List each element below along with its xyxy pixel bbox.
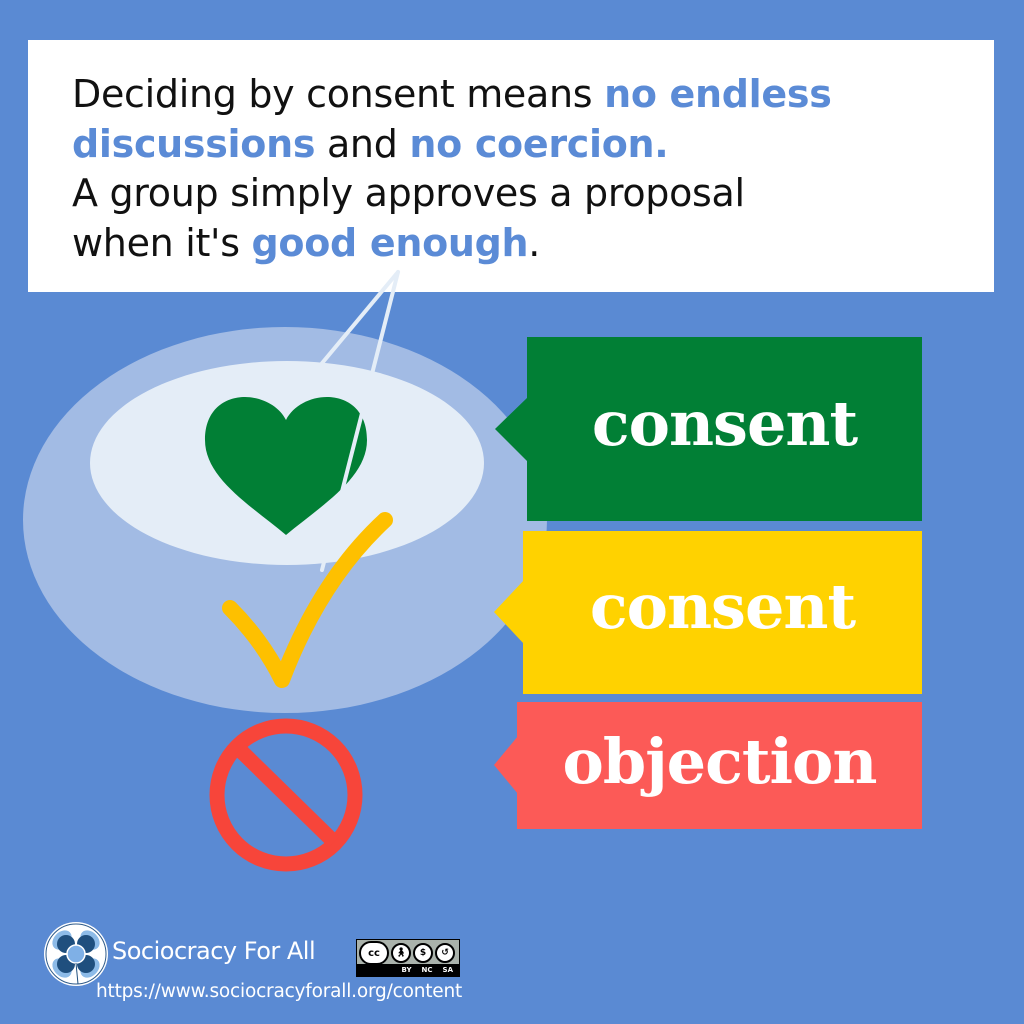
cc-license-badge: cc 🚶︎ $ ↺ BY NC SA (356, 939, 460, 977)
intro-punctuation: . (528, 220, 541, 265)
sharealike-icon: ↺ (435, 943, 455, 963)
label-text: objection (562, 725, 878, 798)
heart-icon (205, 397, 367, 535)
intro-punctuation: . (654, 121, 669, 166)
label-text: consent (589, 570, 856, 643)
callout-pointer (306, 270, 400, 572)
cc-icon: cc (359, 941, 389, 965)
consent-label-green: consent (527, 337, 922, 521)
intro-text-plain: and (315, 121, 410, 166)
label-pointer-red (494, 736, 518, 794)
attribution-icon: 🚶︎ (391, 943, 411, 963)
noncommercial-icon: $ (413, 943, 433, 963)
sociocracy-for-all-logo-icon (44, 922, 108, 986)
label-pointer-yellow (494, 580, 524, 644)
intro-text-plain: A group simply approves a proposal (72, 171, 745, 215)
brand-name: Sociocracy For All (112, 937, 316, 965)
intro-highlight: discussions (72, 121, 316, 166)
intro-highlight: no endless (604, 72, 832, 116)
check-icon (222, 512, 393, 688)
consent-label-yellow: consent (523, 531, 922, 694)
label-text: consent (591, 386, 858, 460)
footer-url-link[interactable]: https://www.sociocracyforall.org/content (96, 981, 463, 1002)
license-sa: SA (442, 966, 453, 974)
intro-text: Deciding by consent means no endless dis… (72, 70, 972, 268)
no-sign-icon (209, 718, 363, 872)
intro-text-plain: when it's (72, 220, 252, 265)
objection-label-red: objection (517, 702, 922, 829)
intro-callout-box: Deciding by consent means no endless dis… (28, 40, 994, 292)
intro-text-plain: Deciding by consent means (72, 72, 605, 116)
label-pointer-green (495, 397, 528, 462)
license-by: BY (401, 966, 412, 974)
license-nc: NC (421, 966, 433, 974)
intro-highlight: no coercion (409, 121, 655, 166)
intro-highlight: good enough (251, 220, 529, 265)
